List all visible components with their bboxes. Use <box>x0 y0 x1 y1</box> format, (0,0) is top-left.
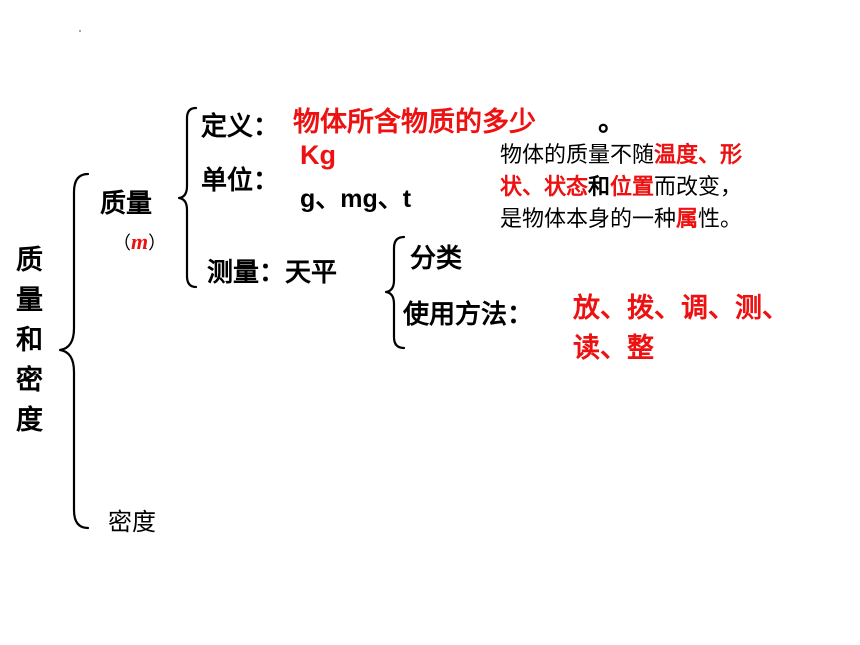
density-label: 密度 <box>108 508 156 536</box>
note-highlight: 温度、形 <box>654 143 743 168</box>
title-char: 质 <box>16 245 43 276</box>
decorative-dot <box>79 30 81 32</box>
mass-label: 质量 <box>100 189 153 219</box>
note-line-3: 是物体本身的一种属性。 <box>500 204 742 236</box>
usage-label: 使用方法： <box>403 300 534 330</box>
note-text: 是物体本身的一种 <box>500 207 677 232</box>
title-char: 度 <box>16 405 43 436</box>
note-text: 物体的质量不随 <box>500 143 655 168</box>
note-highlight: 位置 <box>610 175 655 200</box>
definition-value: 物体所含物质的多少 <box>293 107 536 138</box>
note-line-1: 物体的质量不随温度、形 <box>500 140 742 172</box>
note-line-2: 状、状态和位置而改变， <box>500 172 742 204</box>
note-text: 和 <box>588 175 611 200</box>
measure-label: 测量：天平 <box>207 258 338 288</box>
definition-label: 定义： <box>201 112 280 142</box>
unit-others: g、mg、t <box>300 185 412 213</box>
mass-symbol: （m） <box>113 229 166 255</box>
title-char: 量 <box>16 285 43 316</box>
symbol-open: （ <box>113 233 131 254</box>
usage-steps-line-2: 读、整 <box>573 333 654 364</box>
title-char: 和 <box>16 325 43 356</box>
symbol-close: ） <box>148 233 167 254</box>
note-highlight: 属 <box>676 207 699 232</box>
symbol-m: m <box>131 229 149 254</box>
note-highlight: 状、状态 <box>500 175 589 200</box>
note-text: 性。 <box>698 207 743 232</box>
unit-label: 单位： <box>201 166 280 196</box>
classify-label: 分类 <box>410 244 463 274</box>
mass-property-note: 物体的质量不随温度、形 状、状态和位置而改变， 是物体本身的一种属性。 <box>500 140 742 236</box>
definition-end: 。 <box>598 107 625 138</box>
unit-main: Kg <box>300 140 336 170</box>
usage-steps-line-1: 放、拨、调、测、 <box>573 293 789 324</box>
title-char: 密 <box>16 365 43 396</box>
note-text: 而改变， <box>654 175 743 200</box>
